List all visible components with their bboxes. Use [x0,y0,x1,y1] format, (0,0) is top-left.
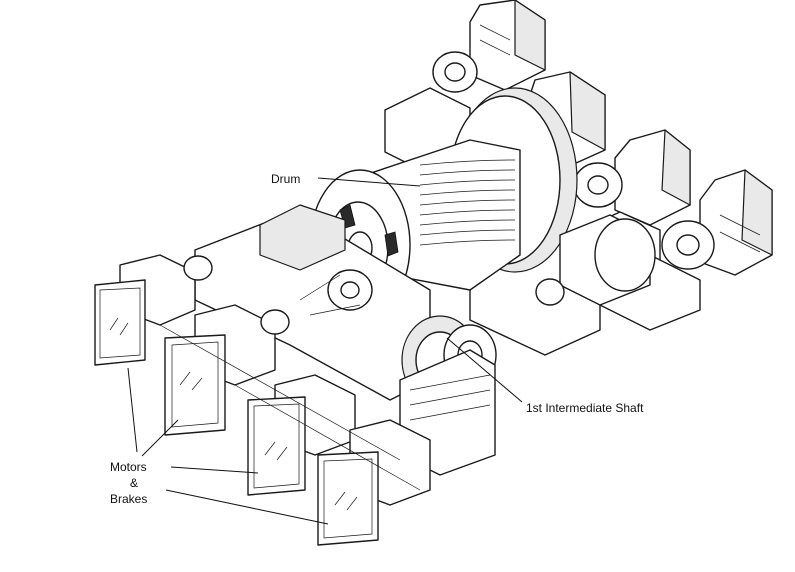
motors-leader-line-4 [165,489,329,525]
shaft-leader-line [446,337,523,403]
drum-grooves [419,159,516,246]
motors-leader-line-1 [127,367,138,453]
motors-leader-line-2 [141,419,179,457]
motor-front-4 [317,419,431,546]
motor-rear-1 [432,0,546,93]
motors-label-line2: & [130,476,138,490]
motor-rear-4 [661,169,773,276]
drum-label: Drum [271,172,300,186]
motor-front-3 [247,374,356,496]
gearbox-housing [194,204,656,476]
motor-front-2 [164,304,290,436]
motor-rear-3 [573,129,691,226]
drum-leader-line [317,177,421,187]
front-motor-row [94,254,431,546]
motors-leader-line-3 [170,466,259,474]
intermediate-shaft-label: 1st Intermediate Shaft [526,401,644,415]
motors-label-line3: Brakes [110,492,147,506]
motors-label-line1: Motors [110,460,147,474]
motor-front-1 [94,254,213,366]
